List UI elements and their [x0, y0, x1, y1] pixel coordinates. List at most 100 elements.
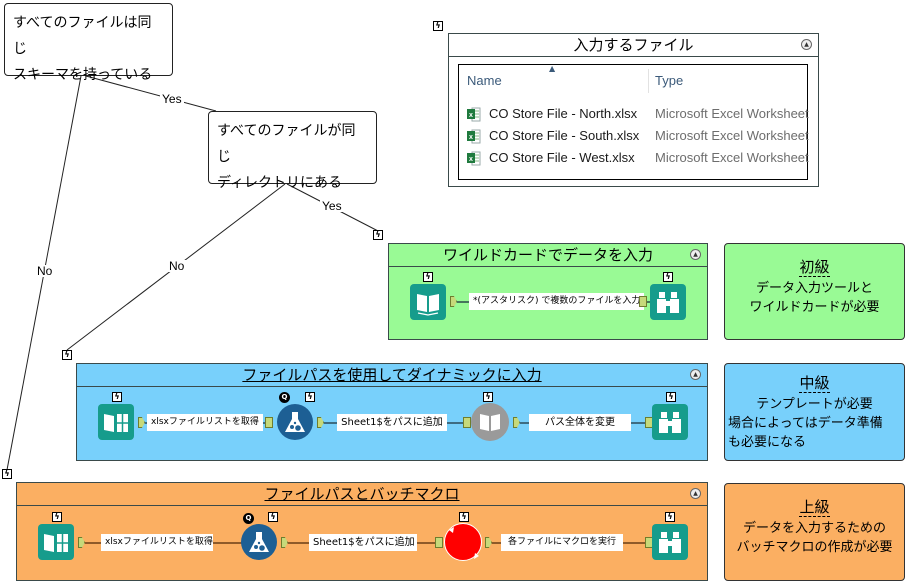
input-anchor[interactable]	[435, 537, 443, 548]
advanced-level-box: 上級 データを入力するための バッチマクロの作成が必要	[724, 483, 905, 581]
column-header-name[interactable]: Name	[467, 73, 502, 88]
intermediate-workflow-title: ファイルパスを使用してダイナミックに入力	[242, 366, 542, 384]
bolt-icon: ϟ	[62, 350, 72, 360]
input-files-title-bar: 入力するファイル ▲	[449, 34, 818, 57]
beginner-level-line1: データ入力ツールと	[755, 281, 873, 296]
intermediate-workflow-title-bar: ファイルパスを使用してダイナミックに入力 ▲	[77, 364, 707, 387]
cache-q-icon: Q	[243, 513, 254, 524]
input-files-container: 入力するファイル ▲ ▲ Name Type x CO Store File -…	[448, 33, 819, 187]
svg-text:x: x	[469, 112, 473, 119]
connection-label: xlsxファイルリストを取得	[147, 414, 263, 431]
bolt-icon: ϟ	[459, 512, 469, 522]
intermediate-workflow-container: ファイルパスを使用してダイナミックに入力 ▲ ϟ xlsxファイルリストを取得 …	[76, 363, 708, 461]
intermediate-level-line2: 場合によってはデータ準備	[728, 416, 883, 431]
collapse-icon[interactable]: ▲	[690, 369, 701, 380]
beginner-level-box: 初級 データ入力ツールと ワイルドカードが必要	[724, 243, 905, 340]
advanced-workflow-title: ファイルパスとバッチマクロ	[264, 485, 460, 503]
file-name: CO Store File - West.xlsx	[489, 150, 635, 165]
collapse-icon[interactable]: ▲	[690, 488, 701, 499]
directory-tool[interactable]	[98, 404, 134, 440]
connection-label: Sheet1$をパスに追加	[309, 534, 417, 551]
edge-label-q2-yes: Yes	[320, 199, 344, 213]
output-anchor[interactable]	[78, 537, 85, 548]
svg-text:x: x	[469, 156, 473, 163]
bolt-icon: ϟ	[663, 272, 673, 282]
question-same-schema-line1: すべてのファイルは同じ	[13, 15, 152, 57]
input-data-tool[interactable]	[410, 284, 446, 320]
bolt-icon: ϟ	[2, 469, 12, 479]
advanced-level-line2: バッチマクロの作成が必要	[736, 540, 893, 555]
bolt-icon: ϟ	[423, 272, 433, 282]
bolt-icon: ϟ	[305, 392, 315, 402]
input-files-title: 入力するファイル	[573, 36, 694, 54]
advanced-workflow-title-bar: ファイルパスとバッチマクロ ▲	[17, 483, 707, 506]
connection-label: 各ファイルにマクロを実行	[501, 534, 623, 551]
beginner-workflow-title: ワイルドカードでデータを入力	[442, 246, 653, 264]
question-same-schema-line2: スキーマを持っている	[13, 67, 153, 83]
advanced-workflow-container: ファイルパスとバッチマクロ ▲ ϟ xlsxファイルリストを取得 Q ϟ She…	[16, 482, 708, 581]
intermediate-level-line1: テンプレートが必要	[756, 397, 873, 412]
bolt-icon: ϟ	[52, 512, 62, 522]
advanced-level-line1: データを入力するための	[742, 521, 886, 536]
edge-label-q2-no: No	[167, 259, 187, 273]
file-name: CO Store File - South.xlsx	[489, 128, 640, 143]
connection-label: *(アスタリスク) で複数のファイルを入力	[469, 293, 645, 310]
file-list: ▲ Name Type x CO Store File - North.xlsx…	[458, 64, 809, 180]
column-header-type[interactable]: Type	[655, 73, 684, 88]
input-anchor[interactable]	[265, 417, 273, 428]
formula-tool[interactable]	[241, 524, 277, 560]
excel-file-icon: x	[467, 151, 481, 166]
connection-label: Sheet1$をパスに追加	[337, 414, 447, 431]
question-same-directory-line2: ディレクトリにある	[217, 175, 343, 191]
directory-icon	[104, 414, 128, 432]
output-anchor[interactable]	[485, 537, 492, 548]
browse-tool[interactable]	[652, 404, 688, 440]
directory-tool[interactable]	[38, 524, 74, 560]
directory-icon	[44, 534, 68, 552]
bolt-icon: ϟ	[268, 512, 278, 522]
beginner-workflow-title-bar: ワイルドカードでデータを入力 ▲	[389, 244, 707, 267]
browse-tool[interactable]	[652, 524, 688, 560]
dynamic-input-icon	[480, 414, 500, 431]
file-type: Microsoft Excel Worksheet	[655, 128, 809, 143]
output-anchor[interactable]	[281, 537, 288, 548]
bolt-icon: ϟ	[666, 392, 676, 402]
intermediate-level-title: 中級	[799, 374, 830, 393]
browse-icon	[657, 292, 679, 313]
question-same-directory-line1: すべてのファイルが同じ	[217, 123, 356, 165]
browse-icon	[659, 412, 681, 433]
formula-tool[interactable]	[277, 404, 313, 440]
bolt-icon: ϟ	[373, 230, 383, 240]
formula-icon	[249, 532, 269, 552]
input-anchor[interactable]	[463, 417, 471, 428]
output-anchor[interactable]	[138, 417, 145, 428]
sort-ascending-icon: ▲	[549, 64, 556, 73]
connection-label: xlsxファイルリストを取得	[101, 534, 213, 551]
file-row[interactable]: x CO Store File - South.xlsx Microsoft E…	[467, 128, 809, 148]
file-type: Microsoft Excel Worksheet	[655, 150, 809, 165]
input-anchor[interactable]	[639, 296, 647, 307]
file-type: Microsoft Excel Worksheet	[655, 106, 809, 121]
file-row[interactable]: x CO Store File - North.xlsx Microsoft E…	[467, 106, 809, 126]
input-data-icon	[417, 294, 439, 316]
intermediate-level-box: 中級 テンプレートが必要 場合によってはデータ準備 も必要になる	[724, 363, 905, 461]
excel-file-icon: x	[467, 107, 481, 122]
batch-macro-tool[interactable]	[444, 523, 482, 561]
file-row[interactable]: x CO Store File - West.xlsx Microsoft Ex…	[467, 150, 809, 170]
collapse-icon[interactable]: ▲	[690, 249, 701, 260]
output-anchor[interactable]	[450, 296, 457, 307]
browse-tool[interactable]	[650, 284, 686, 320]
collapse-icon[interactable]: ▲	[801, 39, 812, 50]
svg-text:x: x	[469, 134, 473, 141]
output-anchor[interactable]	[513, 417, 520, 428]
browse-icon	[659, 532, 681, 553]
question-same-directory: すべてのファイルが同じ ディレクトリにある	[208, 111, 377, 191]
column-divider	[648, 69, 649, 93]
connection-label: パス全体を変更	[529, 414, 631, 431]
bolt-icon: ϟ	[433, 21, 443, 31]
question-same-schema: すべてのファイルは同じ スキーマを持っている	[4, 3, 173, 83]
output-anchor[interactable]	[317, 417, 324, 428]
bolt-icon: ϟ	[665, 512, 675, 522]
excel-file-icon: x	[467, 129, 481, 144]
dynamic-input-tool[interactable]	[471, 403, 509, 441]
